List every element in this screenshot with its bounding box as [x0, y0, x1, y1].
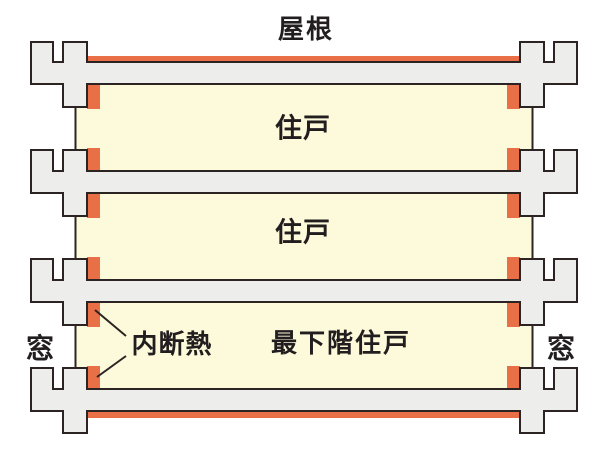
roof-label: 屋根 [277, 15, 335, 45]
room-upper-unit [75, 84, 533, 171]
insulation-layers [87, 56, 520, 418]
wall-insulation-right-1 [507, 84, 520, 109]
wall-insulation-left-4 [87, 257, 100, 280]
window-label-left: 窓 [25, 332, 55, 365]
window-label-right: 窓 [546, 332, 576, 365]
room-lowest-unit [75, 302, 533, 389]
wall-insulation-left-1 [87, 84, 100, 109]
wall-insulation-left-2 [87, 148, 100, 171]
floor-slab-2 [30, 149, 578, 217]
middle-unit-label: 住戸 [275, 217, 331, 249]
room-areas [75, 84, 533, 389]
wall-insulation-right-4 [507, 257, 520, 280]
pointer-line-lower [96, 355, 127, 378]
window-glass-lines [74, 106, 534, 370]
wall-insulation-left-3 [87, 193, 100, 218]
wall-insulation-right-5 [507, 302, 520, 327]
wall-insulation-left-6 [87, 366, 100, 389]
pointer-line-upper [94, 309, 127, 337]
bottom-slab [30, 367, 578, 434]
room-middle-unit [75, 193, 533, 280]
insulation-label: 内断熱 [131, 330, 213, 360]
roof-slab [30, 41, 578, 108]
wall-insulation-right-3 [507, 193, 520, 218]
ground-insulation-strip [87, 411, 520, 418]
roof-insulation-strip [87, 56, 520, 62]
wall-insulation-right-2 [507, 148, 520, 171]
insulation-pointer-lines [94, 309, 127, 378]
concrete-structure [30, 41, 578, 434]
wall-insulation-right-6 [507, 366, 520, 389]
floor-slab-3 [30, 258, 578, 326]
lowest-unit-label: 最下階住戸 [270, 329, 412, 359]
wall-insulation-left-5 [87, 302, 100, 327]
upper-unit-label: 住戸 [275, 113, 331, 145]
